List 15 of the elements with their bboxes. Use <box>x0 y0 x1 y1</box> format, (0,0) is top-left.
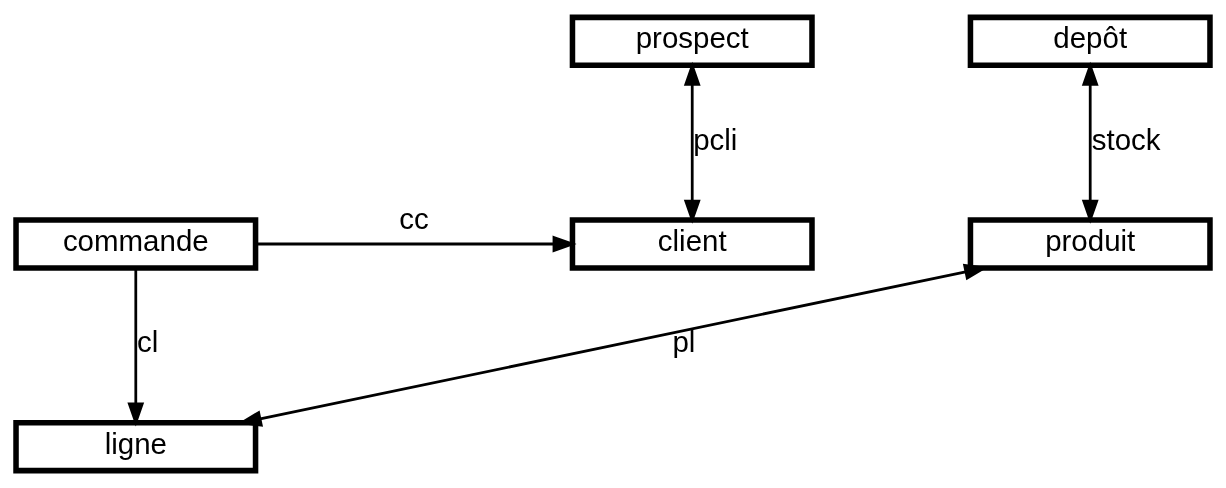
arrow <box>683 61 701 224</box>
arrow <box>1081 61 1099 224</box>
edge-label: cl <box>137 325 159 359</box>
node-box: client <box>569 217 815 271</box>
edge-label: cc <box>399 201 429 235</box>
node-box: depôt <box>967 14 1213 69</box>
node-box: commande <box>13 217 259 271</box>
edge-label: stock <box>1091 122 1161 156</box>
arrow <box>255 235 577 253</box>
edge-label: pcli <box>693 122 738 156</box>
node-box: ligne <box>13 419 259 474</box>
node-box: prospect <box>569 14 815 69</box>
node-box: produit <box>967 217 1213 271</box>
edge-label: pl <box>672 325 696 359</box>
arrow <box>127 268 145 427</box>
